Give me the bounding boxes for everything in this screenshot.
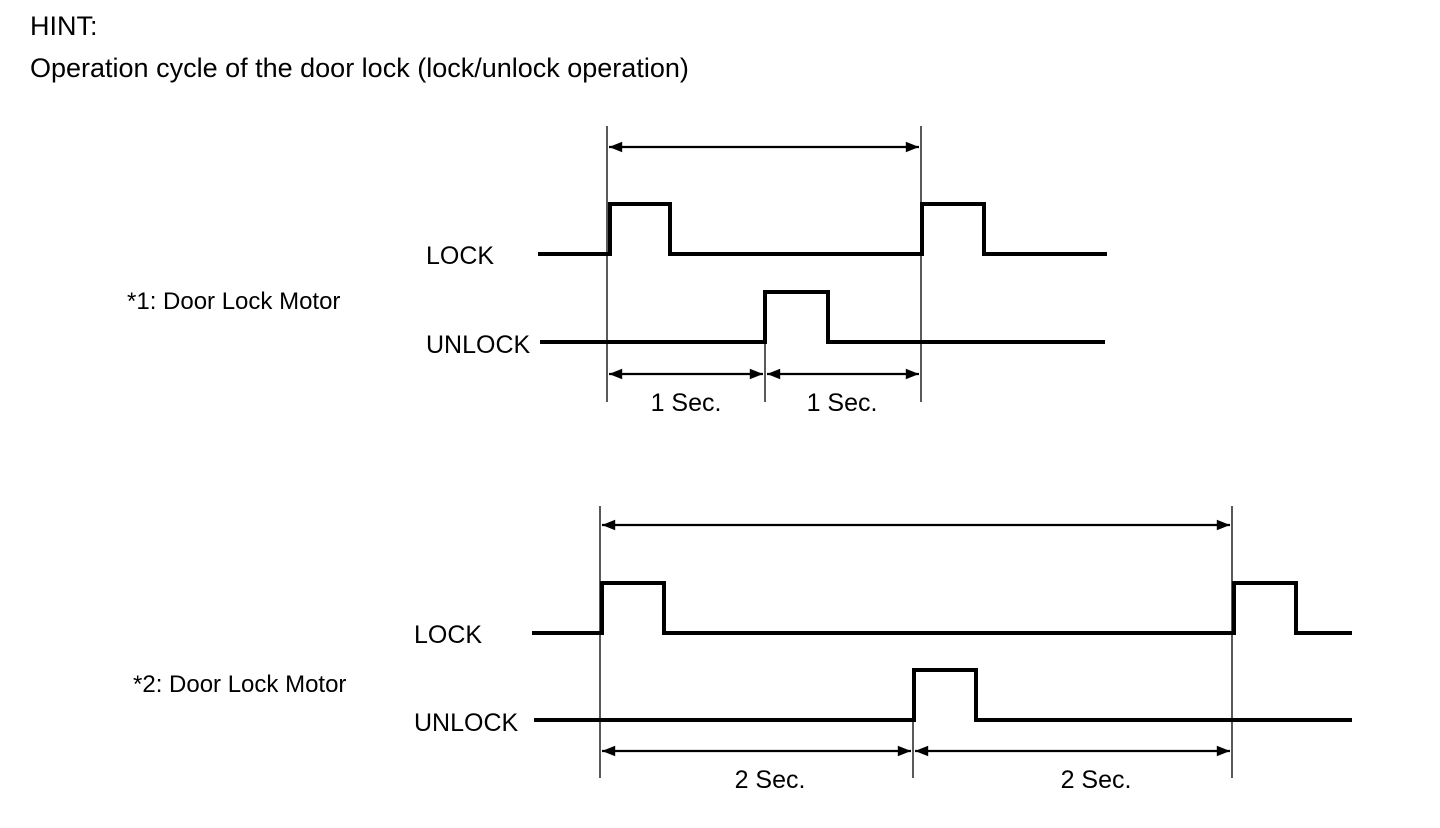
unlock-label: UNLOCK [414, 709, 519, 737]
interval-label: 2 Sec. [1061, 766, 1132, 794]
unlock-label: UNLOCK [426, 331, 531, 359]
hint-title: HINT: [30, 11, 98, 41]
lock-waveform [532, 581, 1352, 635]
motor-label: *1: Door Lock Motor [127, 288, 340, 315]
lock-waveform [538, 202, 1107, 256]
interval-label: 2 Sec. [735, 766, 806, 794]
lock-label: LOCK [426, 242, 494, 270]
lock-label: LOCK [414, 621, 482, 649]
diagram-2: LOCK UNLOCK *2: Door Lock Motor 2 Sec. 2… [133, 506, 1352, 794]
unlock-waveform [534, 668, 1352, 722]
interval-label: 1 Sec. [651, 389, 722, 417]
diagram-1: LOCK UNLOCK *1: Door Lock Motor 1 Sec. 1… [127, 126, 1107, 417]
motor-label: *2: Door Lock Motor [133, 671, 346, 698]
hint-subtitle: Operation cycle of the door lock (lock/u… [30, 53, 689, 83]
interval-label: 1 Sec. [807, 389, 878, 417]
unlock-waveform [540, 290, 1105, 344]
